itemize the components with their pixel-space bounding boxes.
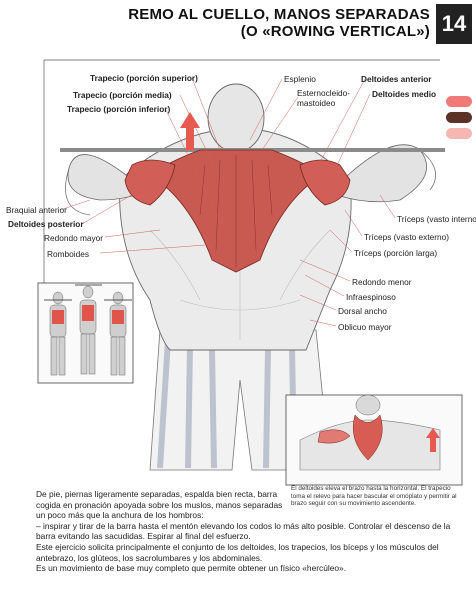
label-trapecio-inferior: Trapecio (porción inferior)	[67, 104, 171, 114]
description-summary: Es un movimiento de base muy completo qu…	[36, 563, 347, 574]
label-deltoides-medio: Deltoides medio	[372, 89, 437, 99]
label-romboides: Romboides	[47, 249, 89, 259]
label-trapecio-media: Trapecio (porción media)	[73, 90, 172, 100]
legend-swatch-light	[446, 128, 472, 139]
label-esplenio: Esplenio	[284, 74, 316, 84]
label-oblicuo-mayor: Oblicuo mayor	[338, 322, 392, 332]
legend-swatch-dark	[446, 112, 472, 123]
exercise-description: De pie, piernas ligeramente separadas, e…	[36, 489, 464, 574]
description-muscles: Este ejercicio solicita principalmente e…	[36, 541, 439, 563]
title-line-1: REMO AL CUELLO, MANOS SEPARADAS	[128, 6, 430, 23]
description-setup: De pie, piernas ligeramente separadas, e…	[36, 489, 283, 521]
label-infraespinoso: Infraespinoso	[346, 292, 396, 302]
exercise-title: REMO AL CUELLO, MANOS SEPARADAS (O «ROWI…	[128, 6, 430, 40]
label-dorsal-ancho: Dorsal ancho	[338, 306, 387, 316]
label-triceps-vasto-externo: Tríceps (vasto externo)	[364, 232, 449, 242]
page-number-badge: 14	[436, 4, 472, 44]
label-trapecio-superior: Trapecio (porción superior)	[90, 73, 198, 83]
legend-swatch-primary	[446, 96, 472, 107]
label-deltoides-posterior: Deltoides posterior	[8, 219, 84, 229]
label-deltoides-anterior: Deltoides anterior	[361, 74, 432, 84]
label-braquial-anterior: Braquial anterior	[6, 205, 67, 215]
label-triceps-vasto-interno: Tríceps (vasto interno)	[397, 214, 476, 224]
description-movement: – inspirar y tirar de la barra hasta el …	[36, 520, 451, 542]
inset-caption: El deltoides eleva el brazo hasta la hor…	[291, 485, 457, 508]
title-line-2: (O «ROWING VERTICAL»)	[240, 23, 430, 40]
label-redondo-menor: Redondo menor	[352, 277, 412, 287]
label-triceps-porcion-larga: Tríceps (porción larga)	[354, 248, 438, 258]
label-redondo-mayor: Redondo mayor	[44, 233, 104, 243]
label-esternocleidomastoideo: Esternocleido- mastoideo	[297, 88, 351, 108]
